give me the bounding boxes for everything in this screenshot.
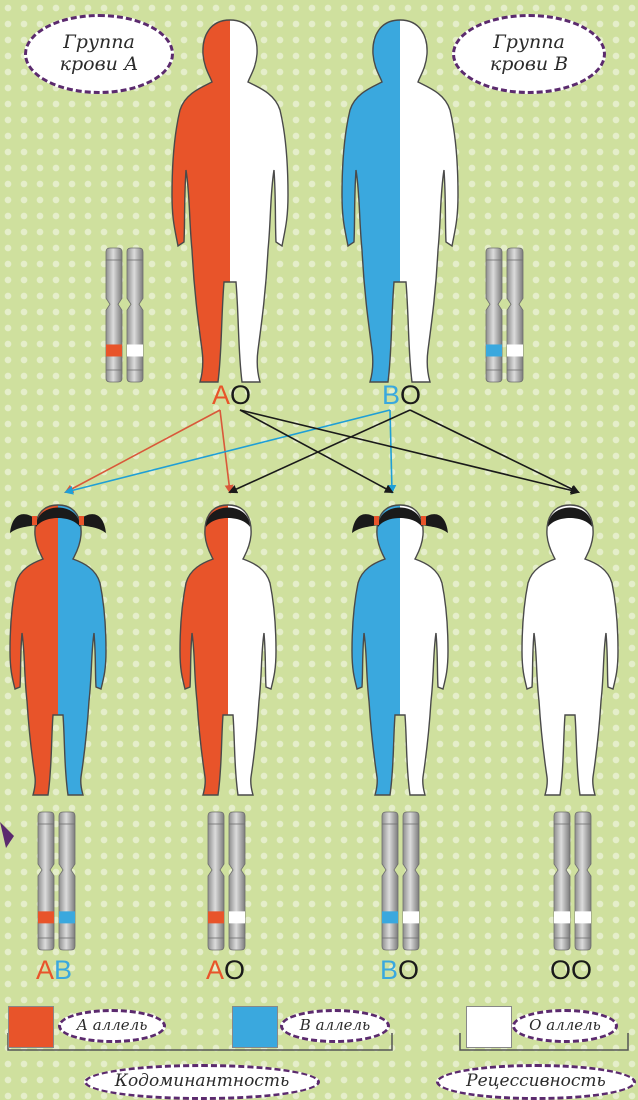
allele-band — [486, 344, 502, 356]
chromosome — [554, 812, 570, 950]
allele-band — [382, 911, 398, 923]
allele-letter: O — [550, 955, 571, 985]
chromosome — [59, 812, 75, 950]
child-2-figure — [158, 495, 298, 895]
allele-letter: B — [380, 955, 398, 985]
genotype-parent-a: AO — [212, 380, 251, 411]
legend-swatch-a — [8, 1006, 54, 1048]
allele-band — [208, 911, 224, 923]
allele-band — [229, 911, 245, 923]
chromosome-pair-parent-b — [486, 248, 523, 382]
allele-letter: B — [54, 955, 72, 985]
allele-band — [59, 911, 75, 923]
chromosome — [575, 812, 591, 950]
codominance-label: Кодоминантность — [84, 1064, 320, 1100]
legend-label-o: О аллель — [512, 1009, 618, 1043]
hair-tie — [32, 516, 37, 525]
inheritance-arrow — [66, 410, 220, 492]
chromosome-pair-child-1 — [38, 812, 75, 950]
inheritance-arrow — [390, 410, 392, 492]
inheritance-arrow — [240, 410, 578, 492]
parent-b-figure — [330, 10, 470, 410]
hair-tie — [421, 516, 426, 525]
allele-letter: O — [230, 380, 251, 410]
chromosome — [106, 248, 122, 382]
allele-band — [507, 344, 523, 356]
child-3-figure — [330, 495, 470, 895]
inheritance-arrow — [410, 410, 578, 492]
hair-tie — [374, 516, 379, 525]
allele-letter: A — [206, 955, 224, 985]
chromosome-pair-child-2 — [208, 812, 245, 950]
corner-marker — [0, 822, 14, 848]
legend-label-b: В аллель — [280, 1009, 390, 1043]
recessiveness-label: Рецессивность — [436, 1064, 636, 1100]
parent-a-label: Группа крови А — [24, 14, 174, 94]
allele-band — [575, 911, 591, 923]
chromosome — [507, 248, 523, 382]
chromosome — [127, 248, 143, 382]
chromosome-pair-parent-a — [106, 248, 143, 382]
chromosome — [229, 812, 245, 950]
allele-letter: B — [382, 380, 400, 410]
allele-band — [127, 344, 143, 356]
parent-b-label: Группа крови В — [452, 14, 606, 94]
legend-label-a: А аллель — [58, 1009, 166, 1043]
allele-band — [106, 344, 122, 356]
allele-letter: O — [224, 955, 245, 985]
inheritance-arrow — [230, 410, 410, 492]
allele-letter: O — [400, 380, 421, 410]
allele-letter: O — [398, 955, 419, 985]
genotype-child-2: AO — [206, 955, 245, 986]
genotype-parent-b: BO — [382, 380, 421, 411]
inheritance-arrows — [66, 410, 578, 492]
parent-a-figure — [160, 10, 300, 410]
chromosome — [382, 812, 398, 950]
allele-letter: A — [212, 380, 230, 410]
chromosome-pair-child-4 — [554, 812, 591, 950]
chromosome — [38, 812, 54, 950]
allele-letter: O — [571, 955, 592, 985]
legend-swatch-b — [232, 1006, 278, 1048]
allele-band — [403, 911, 419, 923]
inheritance-arrow — [240, 410, 392, 492]
chromosome-pair-child-3 — [382, 812, 419, 950]
allele-band — [554, 911, 570, 923]
genotype-child-3: BO — [380, 955, 419, 986]
genotype-child-4: OO — [550, 955, 592, 986]
chromosomes — [38, 248, 591, 950]
chromosome — [208, 812, 224, 950]
hair-tie — [79, 516, 84, 525]
allele-band — [38, 911, 54, 923]
legend-swatch-o — [466, 1006, 512, 1048]
allele-letter: A — [36, 955, 54, 985]
chromosome — [486, 248, 502, 382]
genotype-child-1: AB — [36, 955, 72, 986]
chromosome — [403, 812, 419, 950]
